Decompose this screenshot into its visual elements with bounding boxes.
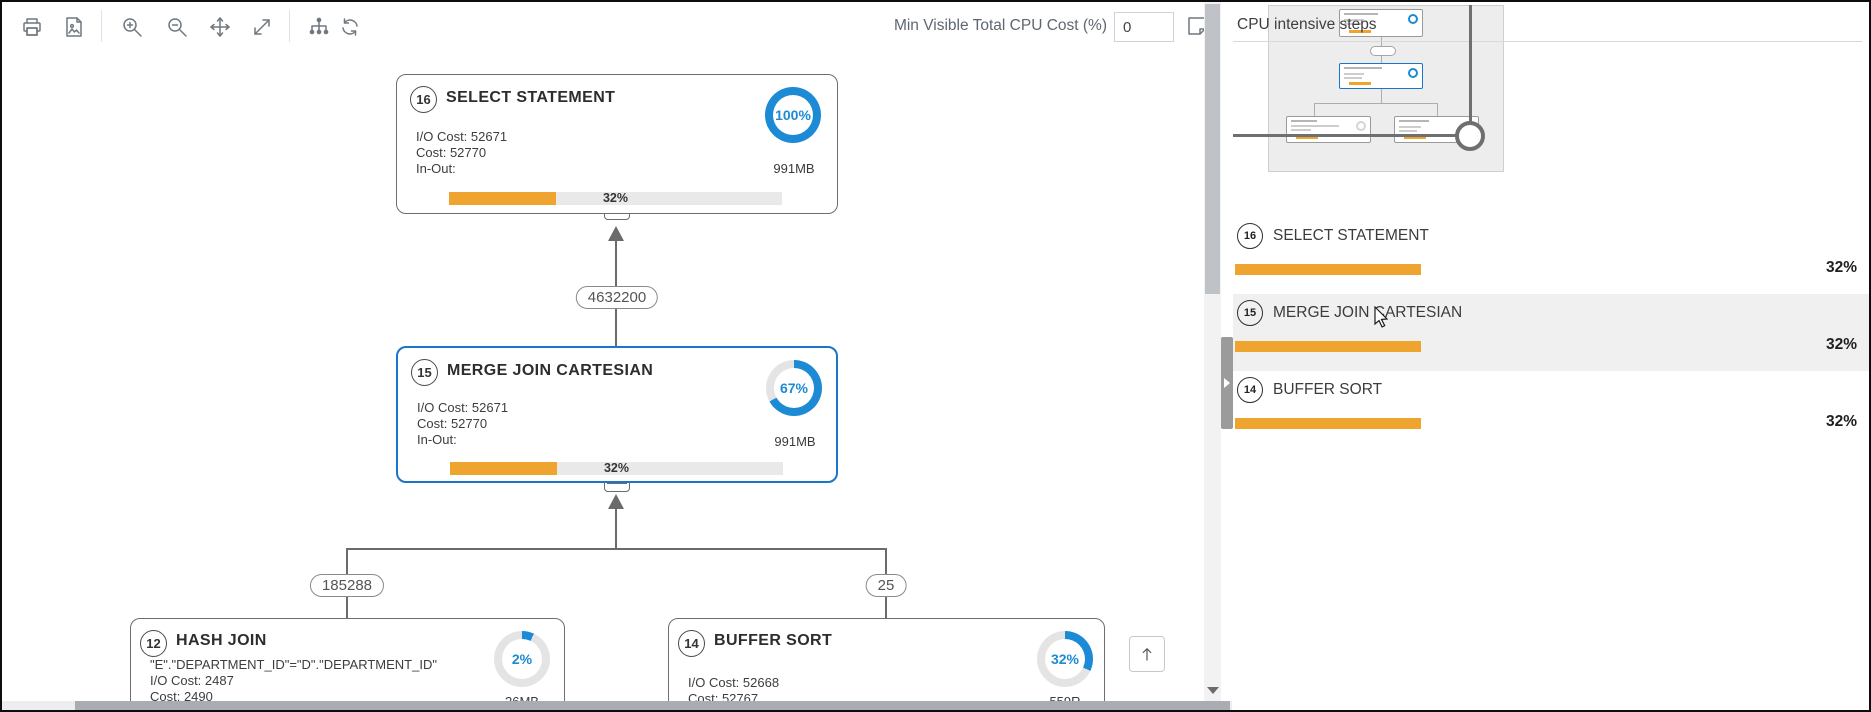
minimap-node — [1339, 9, 1423, 37]
plan-diagram-canvas[interactable]: 4632200 185288 25 16 SELECT STATEMENT I/… — [2, 48, 1203, 701]
minimap-node-selected — [1339, 63, 1423, 89]
minimap-node — [1286, 116, 1371, 143]
mouse-cursor — [1372, 305, 1392, 333]
minimap-edge — [1381, 89, 1382, 103]
node-details: "E"."DEPARTMENT_ID"="D"."DEPARTMENT_ID"I… — [150, 657, 437, 701]
node-title: HASH JOIN — [176, 632, 267, 649]
pan-icon[interactable] — [208, 15, 232, 39]
edge-line — [615, 508, 617, 549]
step-label: BUFFER SORT — [1273, 381, 1383, 398]
cpu-usage-bar — [1235, 264, 1815, 275]
node-id-badge: 14 — [678, 630, 705, 657]
hierarchy-layout-icon[interactable] — [307, 15, 331, 39]
memory-label: 26MB — [484, 694, 560, 701]
min-cpu-cost-input[interactable] — [1114, 12, 1174, 42]
scroll-top-icon — [1142, 648, 1152, 661]
cpu-donut: 100% — [765, 87, 821, 143]
edge-arrowhead — [608, 494, 624, 509]
edge-cardinality-label: 4632200 — [575, 286, 659, 309]
cpu-percentage: 32% — [1825, 336, 1857, 353]
node-id-badge: 15 — [411, 359, 438, 386]
horizontal-scrollbar-thumb[interactable] — [75, 701, 1230, 710]
cpu-steps-panel: CPU intensive steps 16 SELECT STATEMENT … — [1233, 2, 1869, 710]
cpu-step-row-merge-join-cartesian[interactable]: 15 MERGE JOIN CARTESIAN 32% — [1233, 294, 1869, 371]
node-id-badge: 16 — [410, 86, 437, 113]
zoom-in-icon[interactable] — [120, 15, 144, 39]
step-id-badge: 15 — [1237, 300, 1263, 326]
export-image-icon[interactable] — [62, 15, 86, 39]
panel-heading: CPU intensive steps — [1237, 16, 1377, 33]
io-progress-bar: 32% — [450, 462, 783, 475]
cpu-donut: 2% — [494, 631, 550, 687]
node-id-badge: 12 — [140, 630, 167, 657]
min-cpu-cost-label: Min Visible Total CPU Cost (%) — [893, 17, 1107, 34]
cpu-step-row-select-statement[interactable]: 16 SELECT STATEMENT 32% — [1233, 217, 1869, 294]
toolbar-separator — [101, 10, 102, 42]
vertical-scrollbar[interactable] — [1204, 2, 1221, 701]
minimap-edge-label — [1370, 46, 1396, 56]
io-progress-bar: 32% — [449, 192, 782, 205]
memory-label: 991MB — [774, 434, 816, 449]
cpu-donut: 32% — [1037, 631, 1093, 687]
cpu-step-row-buffer-sort[interactable]: 14 BUFFER SORT 32% — [1233, 371, 1869, 448]
printer-icon[interactable] — [20, 15, 44, 39]
refresh-icon[interactable] — [338, 15, 362, 39]
edge-junction-line — [346, 548, 887, 550]
minimap-edge — [1314, 103, 1438, 104]
vertical-scrollbar-thumb[interactable] — [1205, 4, 1220, 294]
step-label: MERGE JOIN CARTESIAN — [1273, 304, 1463, 321]
cpu-percentage: 32% — [1825, 413, 1857, 430]
scrollbar-down-arrow[interactable] — [1207, 687, 1219, 694]
divider — [1233, 41, 1862, 42]
cpu-donut: 67% — [766, 360, 822, 416]
cpu-usage-bar — [1235, 418, 1815, 429]
toolbar: Min Visible Total CPU Cost (%) — [2, 2, 1206, 48]
node-title: SELECT STATEMENT — [446, 89, 616, 106]
cpu-usage-bar — [1235, 341, 1815, 352]
memory-label: 559R — [1027, 694, 1103, 701]
fit-to-window-icon[interactable] — [250, 15, 274, 39]
minimap-edge — [1437, 103, 1438, 116]
zoom-out-icon[interactable] — [165, 15, 189, 39]
minimap-viewport-handle[interactable] — [1455, 121, 1485, 151]
node-title: MERGE JOIN CARTESIAN — [447, 362, 654, 379]
step-id-badge: 16 — [1237, 223, 1263, 249]
horizontal-scrollbar[interactable] — [2, 701, 1232, 710]
step-id-badge: 14 — [1237, 377, 1263, 403]
minimap-viewport-line — [1233, 134, 1457, 137]
edge-arrowhead — [608, 226, 624, 241]
plan-node-hash-join[interactable]: 12 HASH JOIN "E"."DEPARTMENT_ID"="D"."DE… — [130, 618, 565, 701]
panel-splitter-handle[interactable] — [1221, 337, 1233, 429]
node-title: BUFFER SORT — [714, 632, 833, 649]
memory-label: 991MB — [773, 161, 815, 176]
minimap-edge — [1314, 103, 1315, 116]
step-label: SELECT STATEMENT — [1273, 227, 1429, 244]
edge-cardinality-label: 25 — [865, 574, 907, 597]
notes-icon[interactable] — [1185, 14, 1209, 38]
edge-cardinality-label: 185288 — [309, 574, 385, 597]
cpu-percentage: 32% — [1825, 259, 1857, 276]
scroll-top-button[interactable] — [1129, 636, 1165, 672]
toolbar-separator — [289, 10, 290, 42]
minimap-viewport-line — [1469, 5, 1472, 123]
